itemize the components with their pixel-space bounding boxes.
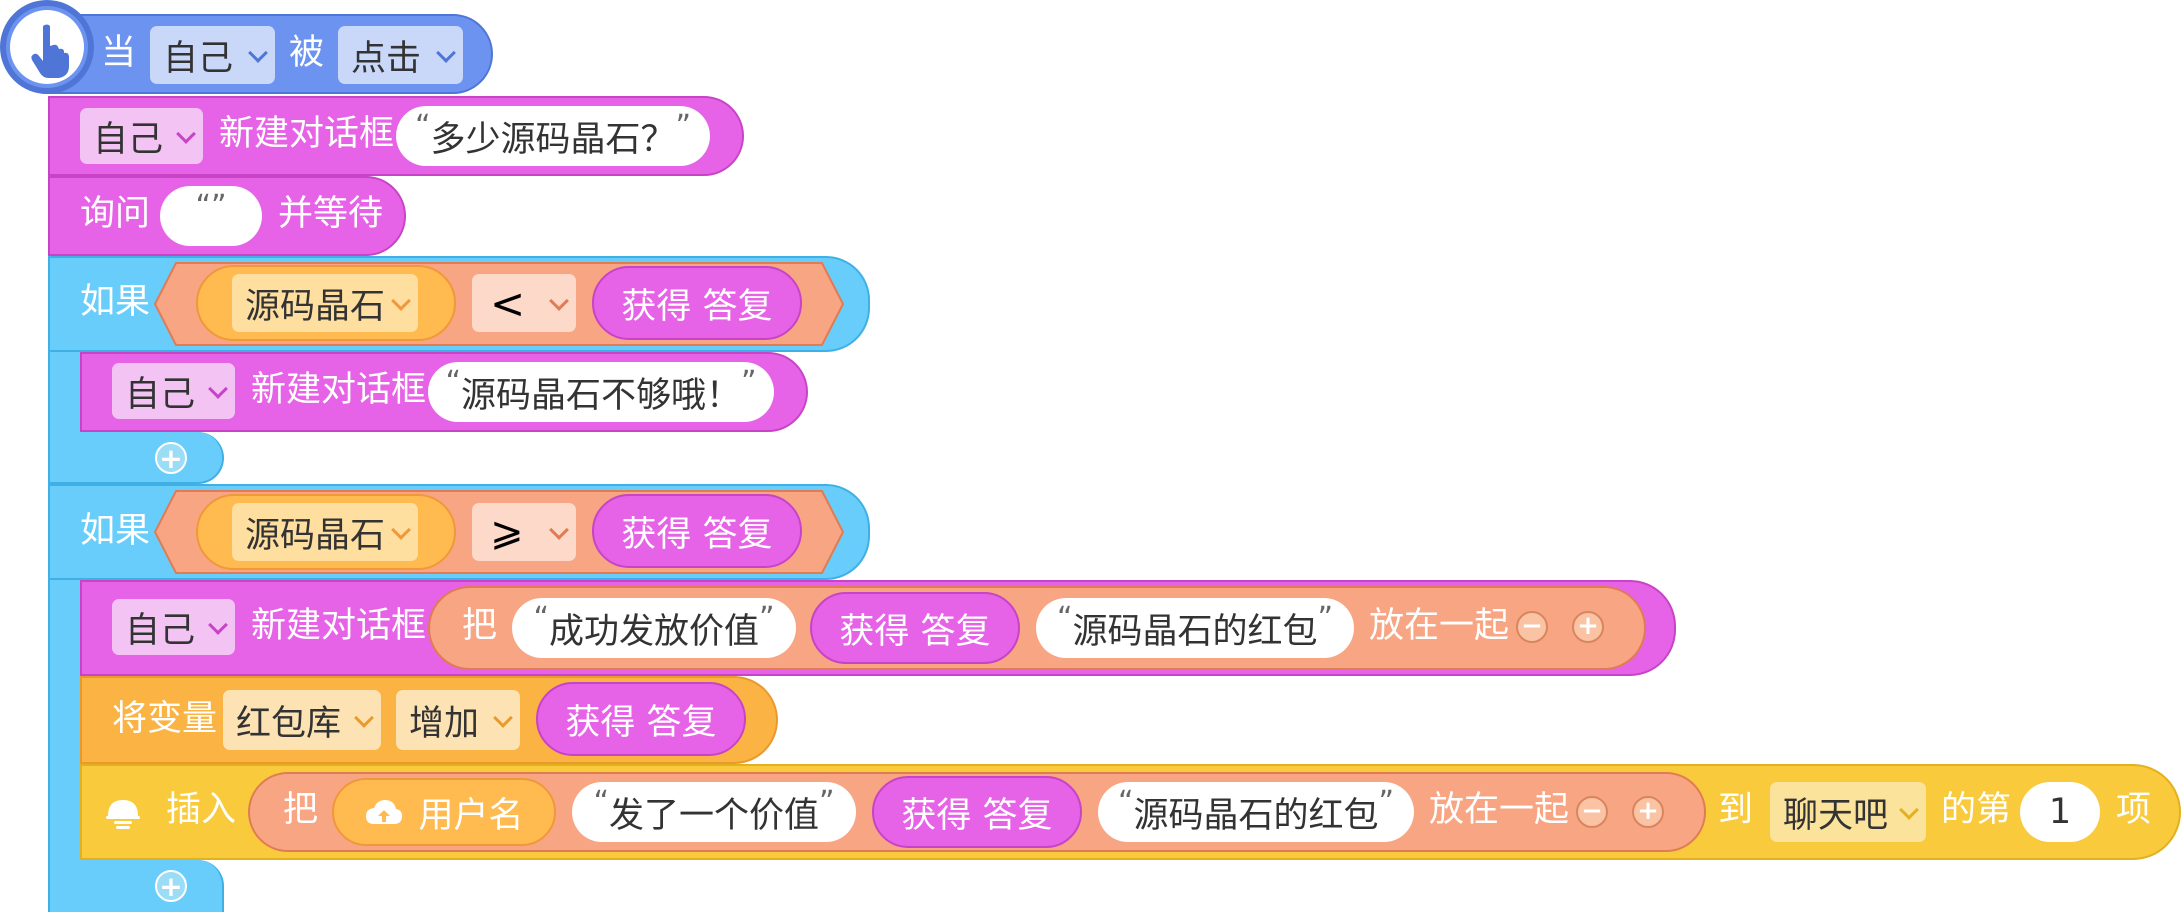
- if2-operator-value: ⩾: [490, 509, 524, 555]
- insert-index-suffix: 项: [2116, 790, 2152, 830]
- if1-add-branch-button[interactable]: +: [155, 442, 187, 474]
- insert-join-get-answer-reporter[interactable]: 获得 答复: [872, 776, 1082, 848]
- list-name-dropdown[interactable]: 聊天吧: [1770, 782, 1926, 842]
- cloud-upload-icon: [364, 797, 404, 827]
- if1-operator-dropdown[interactable]: <: [472, 274, 576, 332]
- insert-join-get-answer-label: 获得 答复: [901, 795, 1053, 836]
- if1-left-value: 源码晶石: [245, 286, 386, 327]
- if1-dialog-label: 新建对话框: [251, 370, 427, 410]
- variable-name-value: 红包库: [236, 703, 342, 744]
- dialog1-text-value: 多少源码晶石？: [430, 119, 676, 160]
- insert-index-value: 1: [2048, 792, 2072, 832]
- username-reporter[interactable]: 用户名: [332, 778, 556, 846]
- if1-get-answer-label: 获得 答复: [621, 286, 773, 327]
- event-action-dropdown[interactable]: 点击: [338, 26, 463, 84]
- if1-dialog-target-value: 自己: [125, 374, 196, 415]
- dialog1-target-value: 自己: [93, 119, 164, 160]
- dialog1-label: 新建对话框: [219, 114, 395, 154]
- dialog1-text-input[interactable]: “多少源码晶石？”: [396, 106, 710, 166]
- insert-join-part1-input[interactable]: “发了一个价值”: [572, 782, 856, 842]
- if2-get-answer-label: 获得 答复: [621, 514, 773, 555]
- if2-join-part1-value: 成功发放价值: [548, 611, 759, 652]
- if2-add-branch-button[interactable]: +: [155, 870, 187, 902]
- if2-left-value: 源码晶石: [245, 515, 386, 556]
- ask-label: 询问: [80, 194, 151, 234]
- insert-join-part3-input[interactable]: “源码晶石的红包”: [1098, 782, 1414, 842]
- username-label: 用户名: [418, 795, 524, 836]
- event-is-label: 被: [289, 33, 325, 73]
- variable-op-value: 增加: [409, 703, 480, 744]
- if2-join-prefix: 把: [462, 606, 498, 646]
- if-block-2-footer[interactable]: [48, 860, 224, 912]
- event-when-label: 当: [101, 33, 137, 73]
- insert-label: 插入: [166, 790, 237, 830]
- insert-join-plus-button[interactable]: +: [1632, 796, 1664, 828]
- if2-dialog-target-value: 自己: [125, 610, 196, 651]
- event-action-value: 点击: [351, 38, 422, 79]
- ask-text-input[interactable]: “”: [160, 186, 262, 246]
- change-variable-prefix: 将变量: [112, 699, 218, 739]
- insert-join-prefix: 把: [283, 790, 319, 830]
- if1-left-dropdown[interactable]: 源码晶石: [232, 274, 418, 332]
- if2-join-minus-button[interactable]: −: [1516, 611, 1548, 643]
- insert-join-part3-value: 源码晶石的红包: [1133, 795, 1379, 836]
- insert-join-suffix: 放在一起: [1429, 790, 1570, 830]
- if2-dialog-target-dropdown[interactable]: 自己: [112, 599, 235, 655]
- dialog1-target-dropdown[interactable]: 自己: [80, 108, 203, 164]
- if2-join-part1-input[interactable]: “成功发放价值”: [512, 598, 796, 658]
- if2-join-get-answer-reporter[interactable]: 获得 答复: [810, 592, 1020, 664]
- if2-get-answer-reporter[interactable]: 获得 答复: [592, 494, 802, 568]
- if2-join-part3-value: 源码晶石的红包: [1072, 611, 1318, 652]
- if2-dialog-label: 新建对话框: [251, 606, 427, 646]
- variable-name-dropdown[interactable]: 红包库: [223, 690, 381, 750]
- if2-join-suffix: 放在一起: [1369, 606, 1510, 646]
- if1-operator-value: <: [490, 278, 526, 328]
- if2-join-part3-input[interactable]: “源码晶石的红包”: [1036, 598, 1354, 658]
- insert-join-minus-button[interactable]: −: [1576, 796, 1608, 828]
- pointer-hand-icon-inner: [10, 10, 84, 84]
- if2-label: 如果: [80, 511, 151, 551]
- if2-operator-dropdown[interactable]: ⩾: [472, 503, 576, 561]
- variable-get-answer-reporter[interactable]: 获得 答复: [536, 682, 746, 756]
- if1-dialog-text-input[interactable]: “源码晶石不够哦！”: [428, 362, 774, 422]
- if1-dialog-text-value: 源码晶石不够哦！: [460, 375, 741, 416]
- variable-op-dropdown[interactable]: 增加: [396, 690, 520, 750]
- event-target-value: 自己: [163, 38, 234, 79]
- if1-label: 如果: [80, 282, 151, 322]
- if1-get-answer-reporter[interactable]: 获得 答复: [592, 266, 802, 340]
- insert-join-part1-value: 发了一个价值: [608, 795, 819, 836]
- if2-join-get-answer-label: 获得 答复: [839, 611, 991, 652]
- variable-get-answer-label: 获得 答复: [565, 702, 717, 743]
- insert-to-label: 到: [1718, 790, 1754, 830]
- list-icon: [102, 796, 144, 830]
- ask-suffix-label: 并等待: [278, 194, 384, 234]
- if1-dialog-target-dropdown[interactable]: 自己: [112, 363, 235, 419]
- event-target-dropdown[interactable]: 自己: [150, 26, 275, 84]
- list-name-value: 聊天吧: [1783, 795, 1889, 836]
- if2-left-dropdown[interactable]: 源码晶石: [232, 503, 418, 561]
- if2-join-plus-button[interactable]: +: [1572, 611, 1604, 643]
- if-block-1-footer[interactable]: [48, 432, 224, 484]
- insert-index-prefix: 的第: [1941, 790, 2012, 830]
- insert-index-input[interactable]: 1: [2020, 782, 2100, 842]
